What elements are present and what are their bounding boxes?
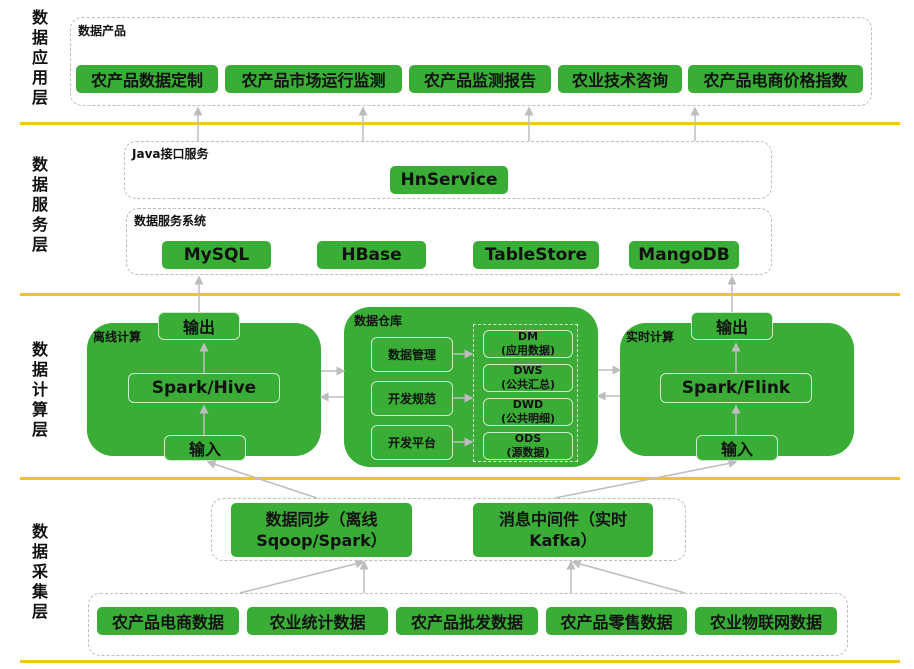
tier-dwd-desc: (公共明细) xyxy=(500,412,556,425)
source-ecommerce[interactable]: 农产品电商数据 xyxy=(97,607,239,635)
realtime-compute-title: 实时计算 xyxy=(626,330,675,344)
warehouse-dev-platform[interactable]: 开发平台 xyxy=(371,425,453,460)
tier-ods[interactable]: ODS (源数据) xyxy=(483,432,573,460)
tier-dws-desc: (公共汇总) xyxy=(500,378,556,391)
mysql-box[interactable]: MySQL xyxy=(162,241,271,269)
warehouse-tiers-group xyxy=(473,324,578,462)
hbase-box[interactable]: HBase xyxy=(317,241,426,269)
data-sync-line1: 数据同步（离线 xyxy=(265,510,378,529)
tier-dm-name: DM xyxy=(517,330,539,343)
data-sync-line2: Sqoop/Spark） xyxy=(256,531,387,550)
arrow-sync-to-offline-input xyxy=(206,460,318,499)
java-service-group xyxy=(124,141,772,199)
arrow-mq-to-realtime-input xyxy=(554,459,738,499)
tier-dwd[interactable]: DWD (公共明细) xyxy=(483,398,573,426)
source-statistics[interactable]: 农业统计数据 xyxy=(247,607,388,635)
source-iot[interactable]: 农业物联网数据 xyxy=(695,607,837,635)
layer-separator xyxy=(20,293,900,296)
tier-dws-name: DWS xyxy=(513,364,543,377)
agri-tech-consulting[interactable]: 农业技术咨询 xyxy=(558,65,682,93)
layer-separator xyxy=(20,122,900,125)
data-products-group xyxy=(70,17,872,106)
arrow-sources-to-mq xyxy=(571,559,686,594)
message-middleware-line2: Kafka） xyxy=(529,531,597,550)
layer-separator xyxy=(20,660,900,663)
spark-flink-box[interactable]: Spark/Flink xyxy=(660,373,812,403)
realtime-input-box[interactable]: 输入 xyxy=(696,435,778,461)
data-sync-box[interactable]: 数据同步（离线 Sqoop/Spark） xyxy=(231,503,412,557)
tier-ods-name: ODS xyxy=(514,432,542,445)
data-service-system-title: 数据服务系统 xyxy=(134,214,207,228)
data-sources-group xyxy=(88,593,848,656)
message-middleware-box[interactable]: 消息中间件（实时 Kafka） xyxy=(473,503,653,557)
source-retail[interactable]: 农产品零售数据 xyxy=(546,607,687,635)
tier-ods-desc: (源数据) xyxy=(506,446,550,459)
layer-label-service: 数据服务层 xyxy=(31,155,48,254)
layer-label-application: 数据应用层 xyxy=(31,8,48,107)
product-market-monitoring[interactable]: 农产品市场运行监测 xyxy=(225,65,402,93)
tablestore-box[interactable]: TableStore xyxy=(473,241,599,269)
source-wholesale[interactable]: 农产品批发数据 xyxy=(396,607,538,635)
tier-dwd-name: DWD xyxy=(512,398,544,411)
layer-separator xyxy=(20,477,900,480)
offline-output-box[interactable]: 输出 xyxy=(158,312,240,340)
mangodb-box[interactable]: MangoDB xyxy=(629,241,739,269)
spark-hive-box[interactable]: Spark/Hive xyxy=(128,373,280,403)
tier-dm[interactable]: DM (应用数据) xyxy=(483,330,573,358)
warehouse-dev-standards[interactable]: 开发规范 xyxy=(371,381,453,416)
message-middleware-line1: 消息中间件（实时 xyxy=(498,510,627,529)
data-service-system-group xyxy=(126,208,772,275)
data-warehouse-title: 数据仓库 xyxy=(354,314,403,328)
layer-label-compute: 数据计算层 xyxy=(31,340,48,439)
java-service-title: Java接口服务 xyxy=(132,147,209,161)
tier-dws[interactable]: DWS (公共汇总) xyxy=(483,364,573,392)
ingestion-group xyxy=(211,498,686,561)
layer-label-collection: 数据采集层 xyxy=(31,522,48,621)
hnservice-box[interactable]: HnService xyxy=(390,166,508,194)
offline-compute-title: 离线计算 xyxy=(93,330,142,344)
offline-input-box[interactable]: 输入 xyxy=(164,435,246,461)
arrow-sources-to-sync xyxy=(239,559,365,594)
realtime-output-box[interactable]: 输出 xyxy=(691,312,773,340)
warehouse-data-management[interactable]: 数据管理 xyxy=(371,337,453,372)
tier-dm-desc: (应用数据) xyxy=(500,344,556,357)
data-products-title: 数据产品 xyxy=(78,24,127,38)
ecommerce-price-index[interactable]: 农产品电商价格指数 xyxy=(688,65,863,93)
product-monitoring-report[interactable]: 农产品监测报告 xyxy=(409,65,551,93)
product-data-customization[interactable]: 农产品数据定制 xyxy=(76,65,218,93)
